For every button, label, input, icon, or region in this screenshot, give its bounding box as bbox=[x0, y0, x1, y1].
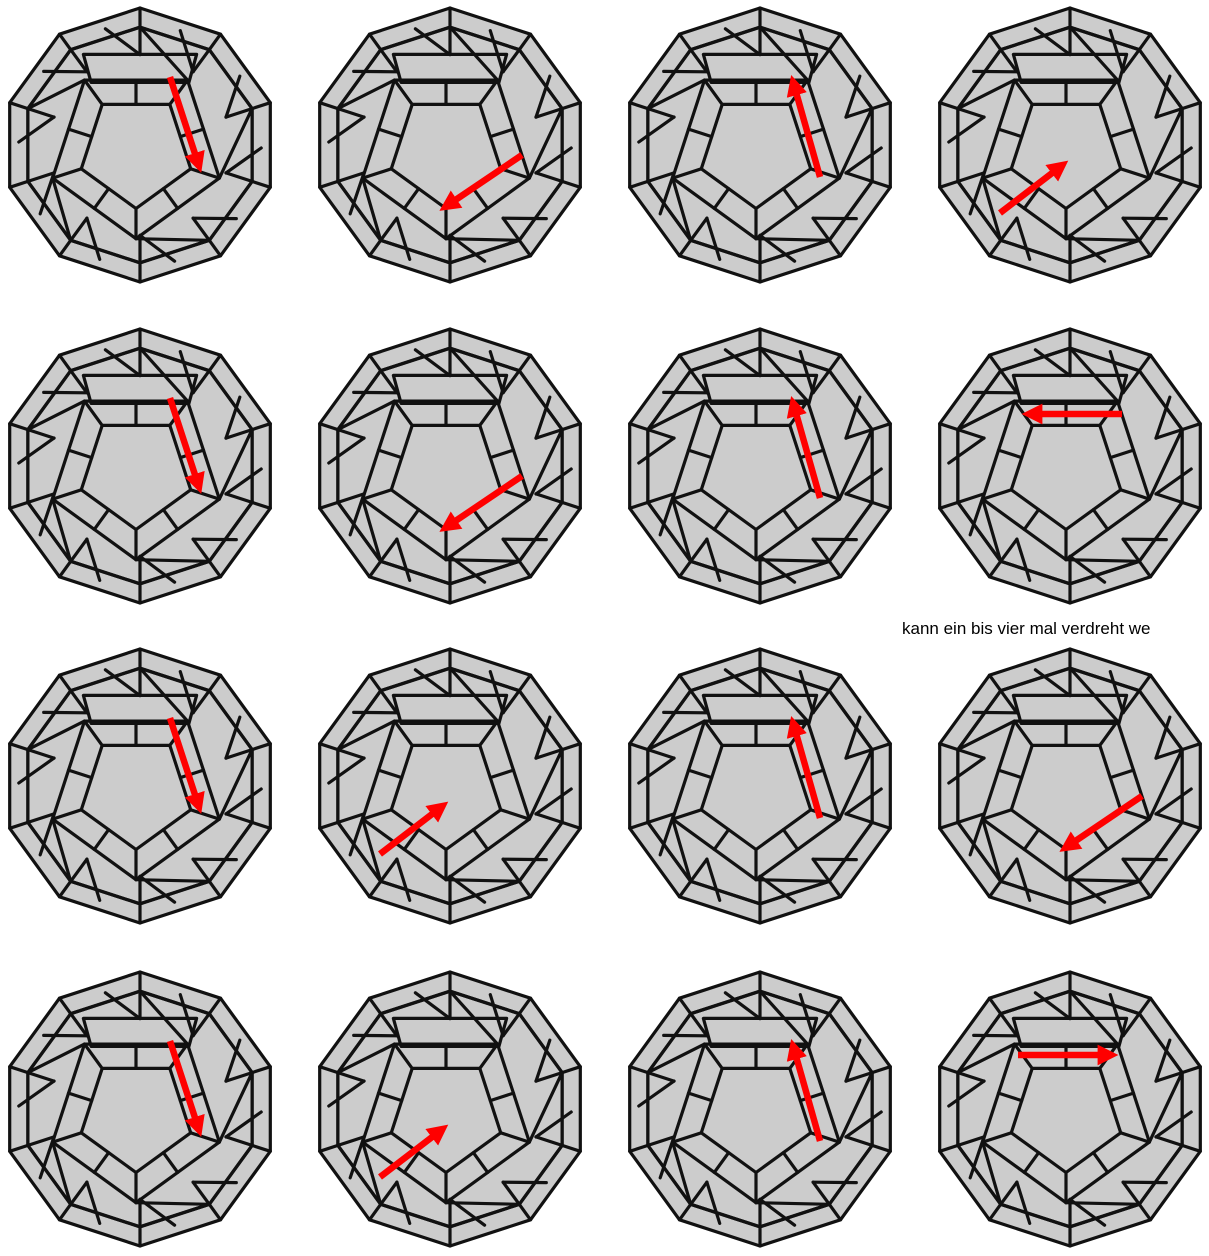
megaminx-panel bbox=[10, 8, 271, 282]
megaminx-panel bbox=[630, 8, 891, 282]
megaminx-panel bbox=[320, 8, 581, 282]
megaminx-panel bbox=[940, 329, 1201, 603]
megaminx-panel bbox=[10, 972, 271, 1246]
megaminx-panel bbox=[940, 8, 1201, 282]
megaminx-panel bbox=[320, 972, 581, 1246]
megaminx-panel bbox=[940, 649, 1201, 923]
megaminx-panel bbox=[320, 329, 581, 603]
megaminx-panel bbox=[630, 329, 891, 603]
megaminx-panel bbox=[630, 972, 891, 1246]
megaminx-panel bbox=[10, 649, 271, 923]
megaminx-panel bbox=[10, 329, 271, 603]
megaminx-panel bbox=[320, 649, 581, 923]
megaminx-panel bbox=[630, 649, 891, 923]
megaminx-panel bbox=[940, 972, 1201, 1246]
caption-text: kann ein bis vier mal verdreht we bbox=[902, 619, 1151, 638]
